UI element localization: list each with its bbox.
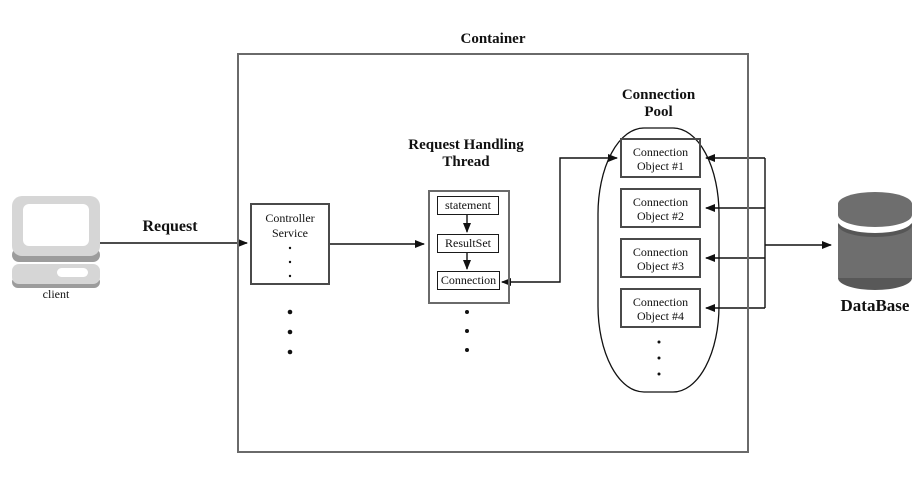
controller-service-label-line2: Service (272, 226, 308, 240)
database-label: DataBase (840, 296, 910, 315)
connection-object-2-box: Connection Object #2 (620, 188, 701, 228)
client-label: client (42, 287, 70, 301)
connection-object-4-line1: Connection (632, 295, 689, 309)
client-computer-icon (12, 196, 100, 288)
container-box (237, 53, 749, 453)
connection-object-4-box: Connection Object #4 (620, 288, 701, 328)
connection-to-pool-connector (501, 154, 618, 286)
container-title: Container (460, 31, 526, 47)
connection-box: Connection (437, 271, 500, 290)
connection-object-1-box: Connection Object #1 (620, 138, 701, 178)
pool-title-line1: Connection (621, 87, 696, 103)
pool-more-ellipsis (657, 340, 661, 376)
thread-title-line1: Request Handling (408, 137, 524, 153)
connection-object-3-line1: Connection (632, 245, 689, 259)
controller-more-ellipsis (287, 309, 293, 355)
resultset-box: ResultSet (437, 234, 499, 253)
controller-service-box: Controller Service (250, 203, 330, 285)
pool-title: Connection Pool (598, 87, 719, 121)
thread-title: Request Handling Thread (394, 137, 538, 171)
thread-more-ellipsis (465, 310, 469, 352)
database-icon (838, 192, 912, 290)
connection-object-3-line2: Object #3 (637, 259, 684, 273)
connection-object-1-line1: Connection (632, 145, 689, 159)
connection-object-4-line2: Object #4 (637, 309, 684, 323)
connection-object-2-line1: Connection (632, 195, 689, 209)
thread-box (428, 190, 510, 304)
controller-service-label-line1: Controller (265, 211, 315, 225)
connection-object-2-line2: Object #2 (637, 209, 684, 223)
thread-title-line2: Thread (442, 154, 490, 170)
statement-box: statement (437, 196, 499, 215)
request-label: Request (142, 218, 198, 235)
pool-title-line2: Pool (644, 104, 673, 120)
connection-object-1-line2: Object #1 (637, 159, 684, 173)
controller-inner-ellipsis (288, 246, 292, 278)
connection-object-3-box: Connection Object #3 (620, 238, 701, 278)
